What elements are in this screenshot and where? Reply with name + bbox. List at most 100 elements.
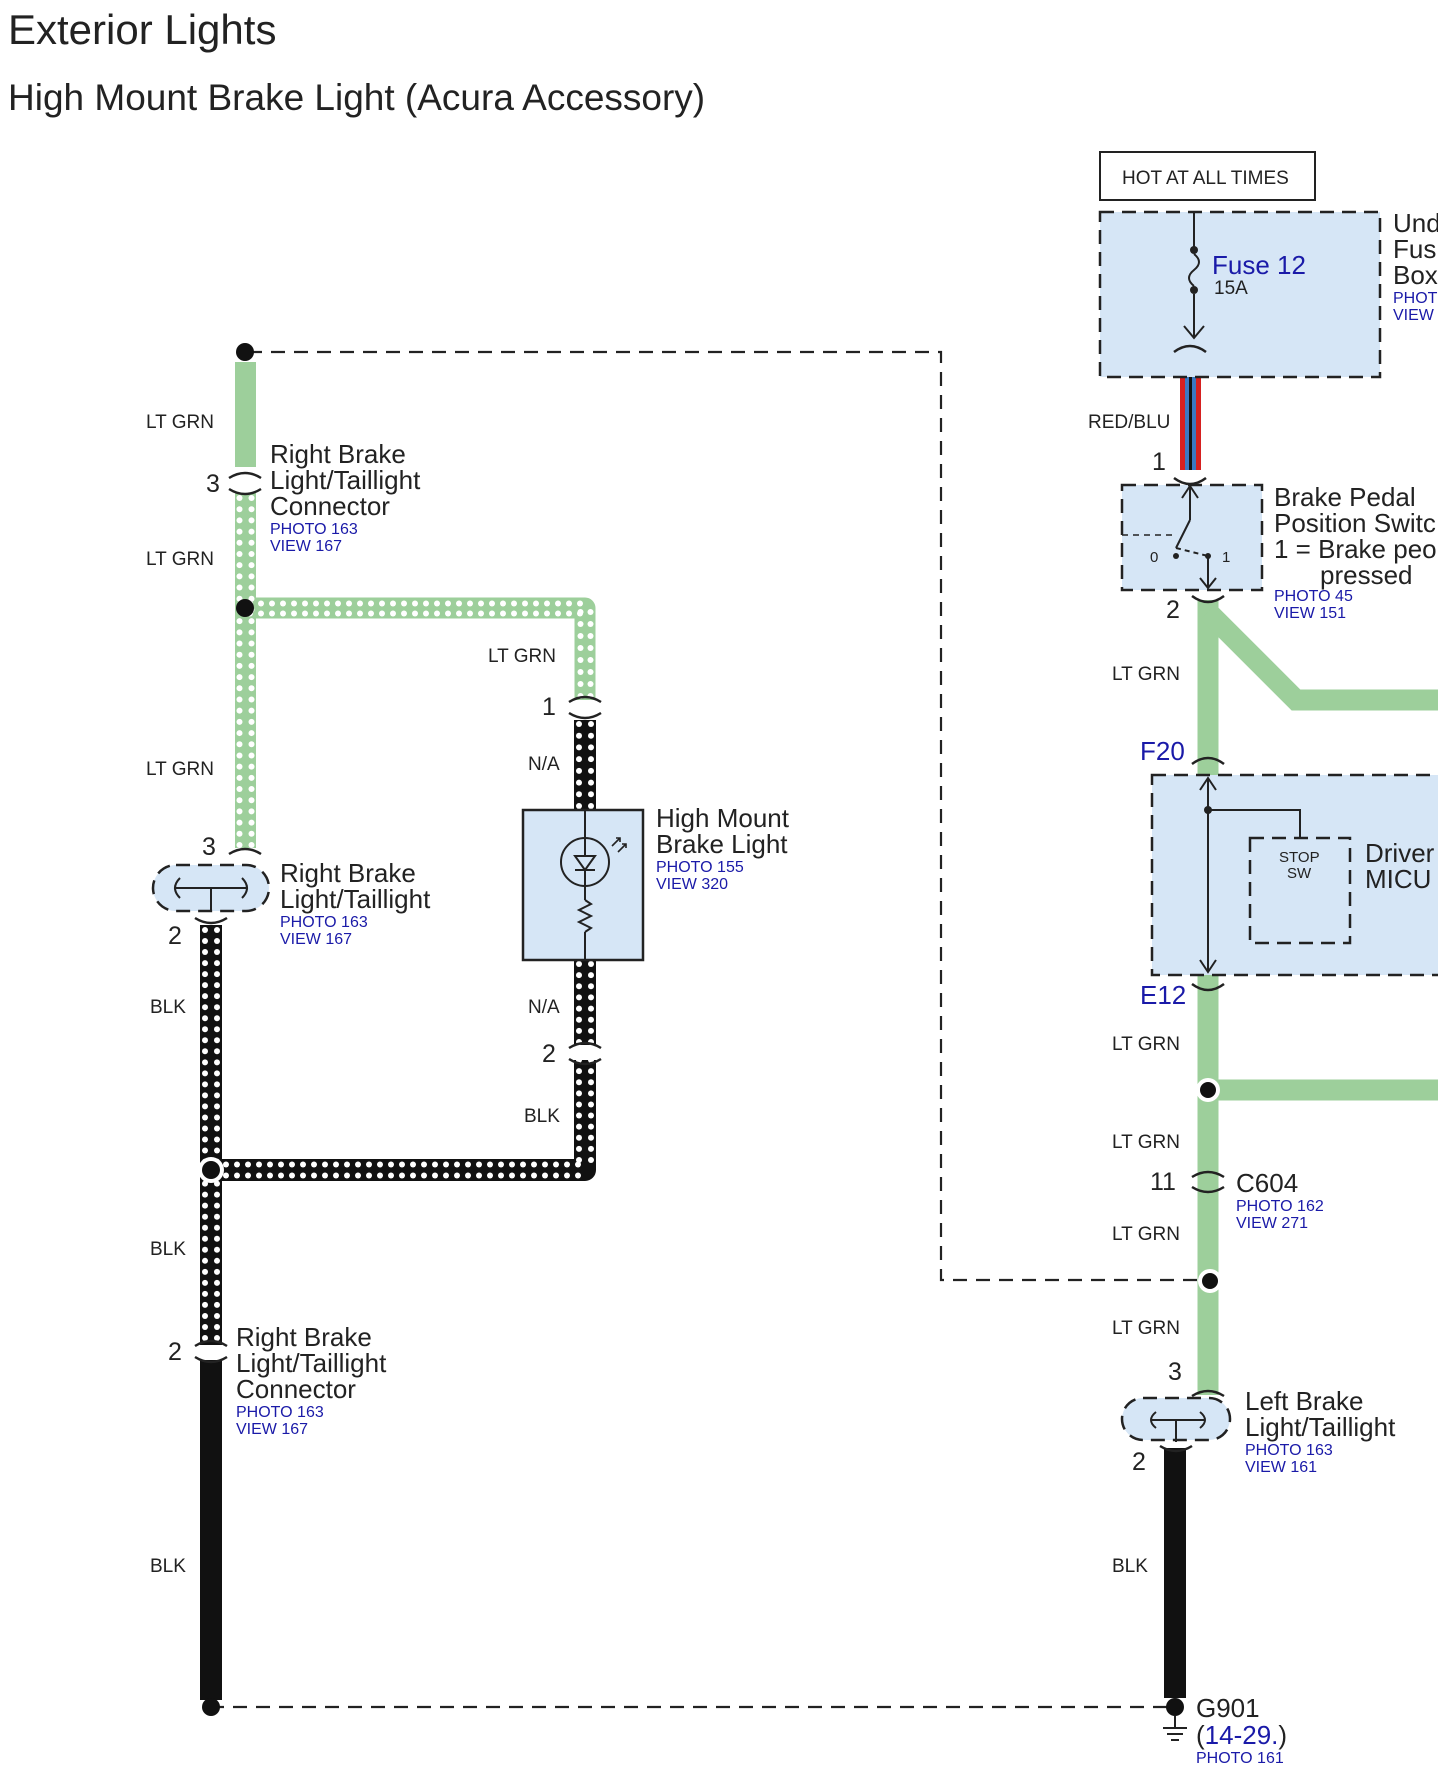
wire-dot bbox=[588, 1027, 594, 1034]
wire-dot bbox=[214, 982, 220, 989]
wire-dot bbox=[588, 972, 594, 979]
wire-dot bbox=[236, 640, 243, 647]
connector-icon bbox=[1173, 344, 1207, 354]
fuse-box-name-1: Und bbox=[1393, 208, 1438, 238]
wire-dot bbox=[576, 791, 582, 798]
fuse-rating: 15A bbox=[1214, 278, 1248, 299]
wire-dot bbox=[588, 994, 594, 1001]
wire-dot bbox=[248, 830, 255, 837]
wire-dot bbox=[214, 1092, 220, 1099]
wire-dot bbox=[500, 610, 506, 617]
wire-dot bbox=[588, 756, 594, 763]
c604-pin: 11 bbox=[1150, 1168, 1176, 1196]
wire-dot bbox=[588, 1123, 594, 1130]
brake-switch-pos-0: 0 bbox=[1150, 549, 1158, 566]
wire-dot bbox=[421, 1161, 427, 1168]
wire-dot bbox=[566, 600, 572, 607]
stop-sw-box bbox=[1248, 836, 1352, 945]
wire-dot bbox=[467, 600, 473, 607]
wire-dot bbox=[289, 1172, 295, 1179]
hot-at-all-times-label: HOT AT ALL TIMES bbox=[1122, 168, 1289, 189]
blk-wire-high-mount-return bbox=[211, 1060, 596, 1181]
wire-dot bbox=[576, 1090, 582, 1097]
wire-dot bbox=[577, 669, 584, 675]
wire-dot bbox=[202, 1059, 208, 1066]
wire-dot bbox=[202, 1323, 208, 1330]
wire-dot bbox=[456, 610, 462, 617]
brake-switch-name-1: Brake Pedal bbox=[1274, 482, 1416, 512]
wire-dot bbox=[236, 528, 243, 535]
wire-dot bbox=[443, 1161, 449, 1168]
wire-dot bbox=[248, 707, 255, 714]
wire-dot bbox=[214, 1235, 220, 1242]
wire-dot bbox=[577, 645, 584, 651]
wire-dot bbox=[267, 1172, 273, 1179]
wire-dot bbox=[234, 1161, 240, 1168]
wire-dot bbox=[202, 1070, 208, 1077]
wire-dot bbox=[291, 600, 297, 607]
ground-ref-open: ( bbox=[1196, 1720, 1205, 1750]
wire-dot bbox=[214, 1114, 220, 1121]
fuse-box-name-3: Box bbox=[1393, 260, 1438, 290]
wire-dot bbox=[248, 629, 255, 636]
wire-dot bbox=[234, 1172, 240, 1179]
wire-dot bbox=[202, 1114, 208, 1121]
wire-label-na-top: N/A bbox=[528, 754, 560, 775]
high-mount-name-2: Brake Light bbox=[656, 829, 788, 859]
ground-ref-link[interactable]: 14-29. bbox=[1205, 1720, 1279, 1750]
wire-dot bbox=[454, 1161, 460, 1168]
wire-dot bbox=[454, 1172, 460, 1179]
wire-dot bbox=[223, 1172, 229, 1179]
wire-dot bbox=[511, 610, 517, 617]
wire-dot bbox=[236, 830, 243, 837]
ground-ref: (14-29.) bbox=[1196, 1720, 1287, 1750]
brake-switch-box bbox=[1120, 483, 1264, 592]
right-light-pin-2: 2 bbox=[168, 922, 182, 950]
wire-dot bbox=[576, 1005, 582, 1012]
wire-dot bbox=[280, 600, 286, 607]
brake-switch-view: VIEW 151 bbox=[1274, 605, 1346, 622]
wire-dot bbox=[576, 983, 582, 990]
wire-dot bbox=[248, 506, 255, 513]
wire-dot bbox=[498, 1172, 504, 1179]
right-connector-bottom-photo: PHOTO 163 bbox=[236, 1404, 324, 1421]
wire-dot bbox=[214, 1246, 220, 1253]
wire-dot bbox=[248, 550, 255, 557]
wire-dot bbox=[214, 1191, 220, 1198]
wire-dot bbox=[531, 1161, 537, 1168]
resistor-icon bbox=[576, 886, 594, 960]
wire-dot bbox=[278, 1161, 284, 1168]
wire-dot bbox=[278, 1172, 284, 1179]
wire-dot bbox=[443, 1172, 449, 1179]
wire-dot bbox=[236, 786, 243, 793]
wire-dot bbox=[401, 600, 407, 607]
wire-dot bbox=[214, 1257, 220, 1264]
right-light-view: VIEW 167 bbox=[280, 931, 352, 948]
right-connector-top-photo: PHOTO 163 bbox=[270, 521, 358, 538]
wire-label-blk-l4: BLK bbox=[150, 1556, 186, 1577]
wire-label-lt-grn-r4: LT GRN bbox=[1112, 1224, 1180, 1245]
wire-label-na-bottom: N/A bbox=[528, 997, 560, 1018]
wire-dot bbox=[520, 1161, 526, 1168]
wire-label-blk-l1: BLK bbox=[150, 997, 186, 1018]
wire-dot bbox=[248, 786, 255, 793]
high-mount-view: VIEW 320 bbox=[656, 876, 728, 893]
left-light-photo: PHOTO 163 bbox=[1245, 1442, 1333, 1459]
wire-dot bbox=[313, 610, 319, 617]
wire-dot bbox=[542, 1172, 548, 1179]
wire-dot bbox=[544, 600, 550, 607]
wire-dot bbox=[202, 960, 208, 967]
left-light-view: VIEW 161 bbox=[1245, 1459, 1317, 1476]
wire-dot bbox=[588, 721, 594, 727]
page-title: Exterior Lights bbox=[8, 6, 276, 53]
brake-switch-name-2: Position Switc bbox=[1274, 508, 1436, 538]
wire-dot bbox=[465, 1161, 471, 1168]
blk-wire-high-mount-bottom bbox=[574, 960, 596, 1045]
wire-dot bbox=[202, 1213, 208, 1220]
wire-dot bbox=[202, 1015, 208, 1022]
wire-dot bbox=[577, 633, 584, 639]
wire-dot bbox=[379, 600, 385, 607]
wire-dot bbox=[248, 595, 255, 602]
hot-at-all-times-box bbox=[1099, 151, 1316, 201]
wire-dot bbox=[202, 1290, 208, 1297]
